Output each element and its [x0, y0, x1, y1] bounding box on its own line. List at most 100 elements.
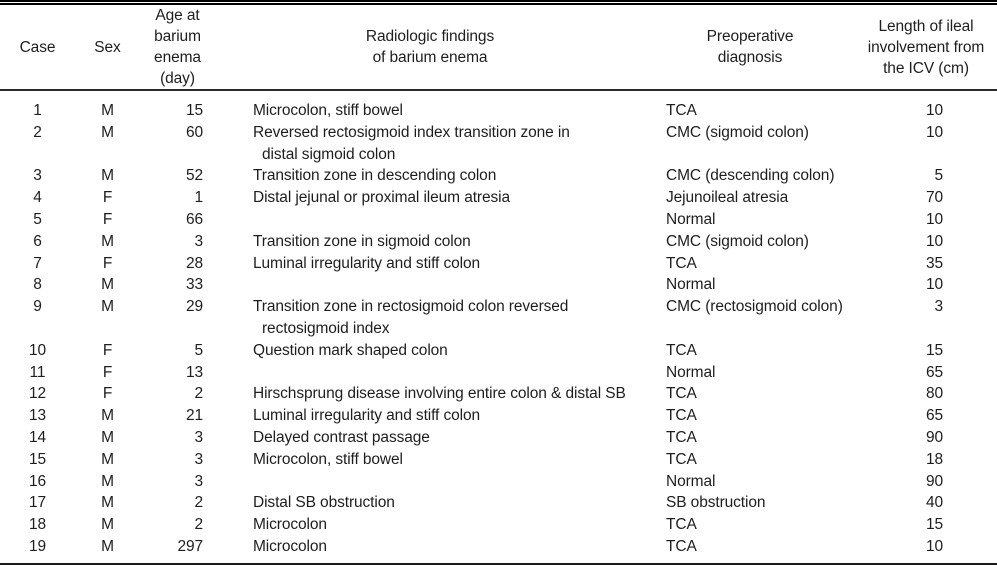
table-row: 3 M 52 Transition zone in descending col…: [0, 165, 997, 187]
col-header-ileal-involvement-length: Length of ileal involvement from the ICV…: [855, 2, 997, 91]
age-cell: 2: [194, 494, 203, 512]
preoperative-diagnosis-cell: TCA: [666, 254, 697, 272]
ileal-involvement-length-cell: 10: [925, 210, 943, 228]
table-row: 13 M 21 Luminal irregularity and stiff c…: [0, 405, 997, 427]
radiologic-findings-cell: Transition zone in rectosigmoid colon re…: [215, 296, 645, 340]
case-number-cell: 2: [33, 123, 42, 141]
case-number-cell: 13: [28, 407, 47, 425]
table-row: 18 M 2 Microcolon TCA 15: [0, 514, 997, 536]
table-row: 9 M 29 Transition zone in rectosigmoid c…: [0, 296, 997, 340]
preoperative-diagnosis-cell: TCA: [666, 537, 697, 555]
radiologic-findings-cell: Hirschsprung disease involving entire co…: [215, 383, 645, 405]
preoperative-diagnosis-cell: TCA: [666, 385, 697, 403]
age-cell: 297: [177, 537, 203, 555]
sex-cell: M: [101, 232, 114, 250]
preoperative-diagnosis-cell: TCA: [666, 102, 697, 119]
table-row: 12 F 2 Hirschsprung disease involving en…: [0, 383, 997, 405]
radiologic-findings-cell: Luminal irregularity and stiff colon: [215, 253, 645, 275]
radiologic-findings-cell: [215, 209, 645, 231]
sex-cell: M: [101, 102, 114, 119]
findings-line-1: Transition zone in sigmoid colon: [253, 232, 471, 250]
ileal-involvement-length-cell: 80: [925, 385, 943, 403]
radiologic-findings-cell: [215, 274, 645, 296]
case-number-cell: 15: [28, 450, 47, 468]
table-row: 6 M 3 Transition zone in sigmoid colon C…: [0, 231, 997, 253]
sex-cell: F: [102, 210, 113, 228]
table-row: 7 F 28 Luminal irregularity and stiff co…: [0, 253, 997, 275]
ileal-involvement-length-cell: 65: [925, 407, 943, 425]
findings-line-1: Transition zone in descending colon: [253, 167, 497, 185]
radiologic-findings-cell: Delayed contrast passage: [215, 427, 645, 449]
sex-cell: M: [101, 450, 114, 468]
preoperative-diagnosis-cell: TCA: [666, 407, 697, 425]
findings-line-1: Luminal irregularity and stiff colon: [253, 407, 481, 425]
radiologic-findings-cell: Question mark shaped colon: [215, 340, 645, 362]
ileal-involvement-length-cell: 18: [925, 450, 943, 468]
preoperative-diagnosis-cell: SB obstruction: [666, 494, 766, 512]
ileal-involvement-length-cell: 15: [925, 516, 943, 534]
preoperative-diagnosis-cell: TCA: [666, 341, 697, 359]
table-row: 16 M 3 Normal 90: [0, 471, 997, 493]
preoperative-diagnosis-cell: CMC (sigmoid colon): [666, 123, 809, 141]
findings-line-1: Reversed rectosigmoid index transition z…: [253, 123, 570, 141]
ileal-involvement-length-cell: 10: [925, 537, 943, 555]
sex-cell: M: [101, 276, 114, 294]
case-number-cell: 11: [29, 363, 46, 381]
case-number-cell: 6: [33, 232, 42, 250]
case-number-cell: 8: [33, 276, 42, 294]
findings-line-1: Luminal irregularity and stiff colon: [253, 254, 481, 272]
table-row: 15 M 3 Microcolon, stiff bowel TCA 18: [0, 449, 997, 471]
findings-line-1: Microcolon: [253, 516, 327, 534]
sex-cell: F: [102, 341, 113, 359]
case-number-cell: 14: [28, 428, 47, 446]
radiologic-findings-cell: Distal jejunal or proximal ileum atresia: [215, 187, 645, 209]
findings-line-1: Distal SB obstruction: [253, 494, 395, 512]
preoperative-diagnosis-cell: CMC (descending colon): [666, 167, 835, 185]
sex-cell: M: [101, 407, 114, 425]
sex-cell: M: [101, 298, 114, 316]
case-number-cell: 18: [28, 516, 47, 534]
case-number-cell: 1: [33, 102, 42, 119]
age-cell: 29: [185, 298, 203, 316]
case-number-cell: 10: [28, 341, 47, 359]
ileal-involvement-length-cell: 90: [925, 428, 943, 446]
findings-line-1: Microcolon, stiff bowel: [253, 450, 403, 468]
ileal-involvement-length-cell: 5: [934, 167, 943, 185]
radiologic-findings-cell: Microcolon: [215, 514, 645, 536]
preoperative-diagnosis-cell: Normal: [666, 210, 716, 228]
sex-cell: M: [101, 494, 114, 512]
age-cell: 2: [194, 516, 203, 534]
age-cell: 28: [185, 254, 203, 272]
findings-line-2: rectosigmoid index: [262, 319, 390, 337]
age-cell: 3: [194, 450, 203, 468]
col-header-case: Case: [0, 2, 75, 91]
table-row: 17 M 2 Distal SB obstruction SB obstruct…: [0, 492, 997, 514]
table-row: 4 F 1 Distal jejunal or proximal ileum a…: [0, 187, 997, 209]
ileal-involvement-length-cell: 3: [934, 298, 943, 316]
preoperative-diagnosis-cell: TCA: [666, 450, 697, 468]
table-row: 11 F 13 Normal 65: [0, 362, 997, 384]
preoperative-diagnosis-cell: CMC (rectosigmoid colon): [666, 298, 843, 316]
preoperative-diagnosis-cell: Normal: [666, 472, 716, 490]
findings-line-1: Hirschsprung disease involving entire co…: [253, 385, 626, 403]
age-cell: 3: [194, 472, 203, 490]
case-number-cell: 9: [33, 298, 42, 316]
preoperative-diagnosis-cell: TCA: [666, 428, 697, 446]
sex-cell: F: [102, 189, 113, 207]
case-number-cell: 4: [33, 189, 42, 207]
table-row: 1 M 15 Microcolon, stiff bowel TCA 10: [0, 90, 997, 122]
case-number-cell: 12: [28, 385, 47, 403]
age-cell: 5: [194, 341, 203, 359]
findings-line-2: distal sigmoid colon: [262, 145, 396, 163]
table-row: 10 F 5 Question mark shaped colon TCA 15: [0, 340, 997, 362]
sex-cell: F: [102, 254, 113, 272]
age-cell: 21: [185, 407, 203, 425]
ileal-involvement-length-cell: 10: [925, 276, 943, 294]
ileal-involvement-length-cell: 35: [925, 254, 943, 272]
radiologic-findings-cell: Reversed rectosigmoid index transition z…: [215, 122, 645, 166]
sex-cell: M: [101, 428, 114, 446]
case-number-cell: 3: [33, 167, 42, 185]
ileal-involvement-length-cell: 65: [925, 363, 943, 381]
age-cell: 60: [185, 123, 203, 141]
